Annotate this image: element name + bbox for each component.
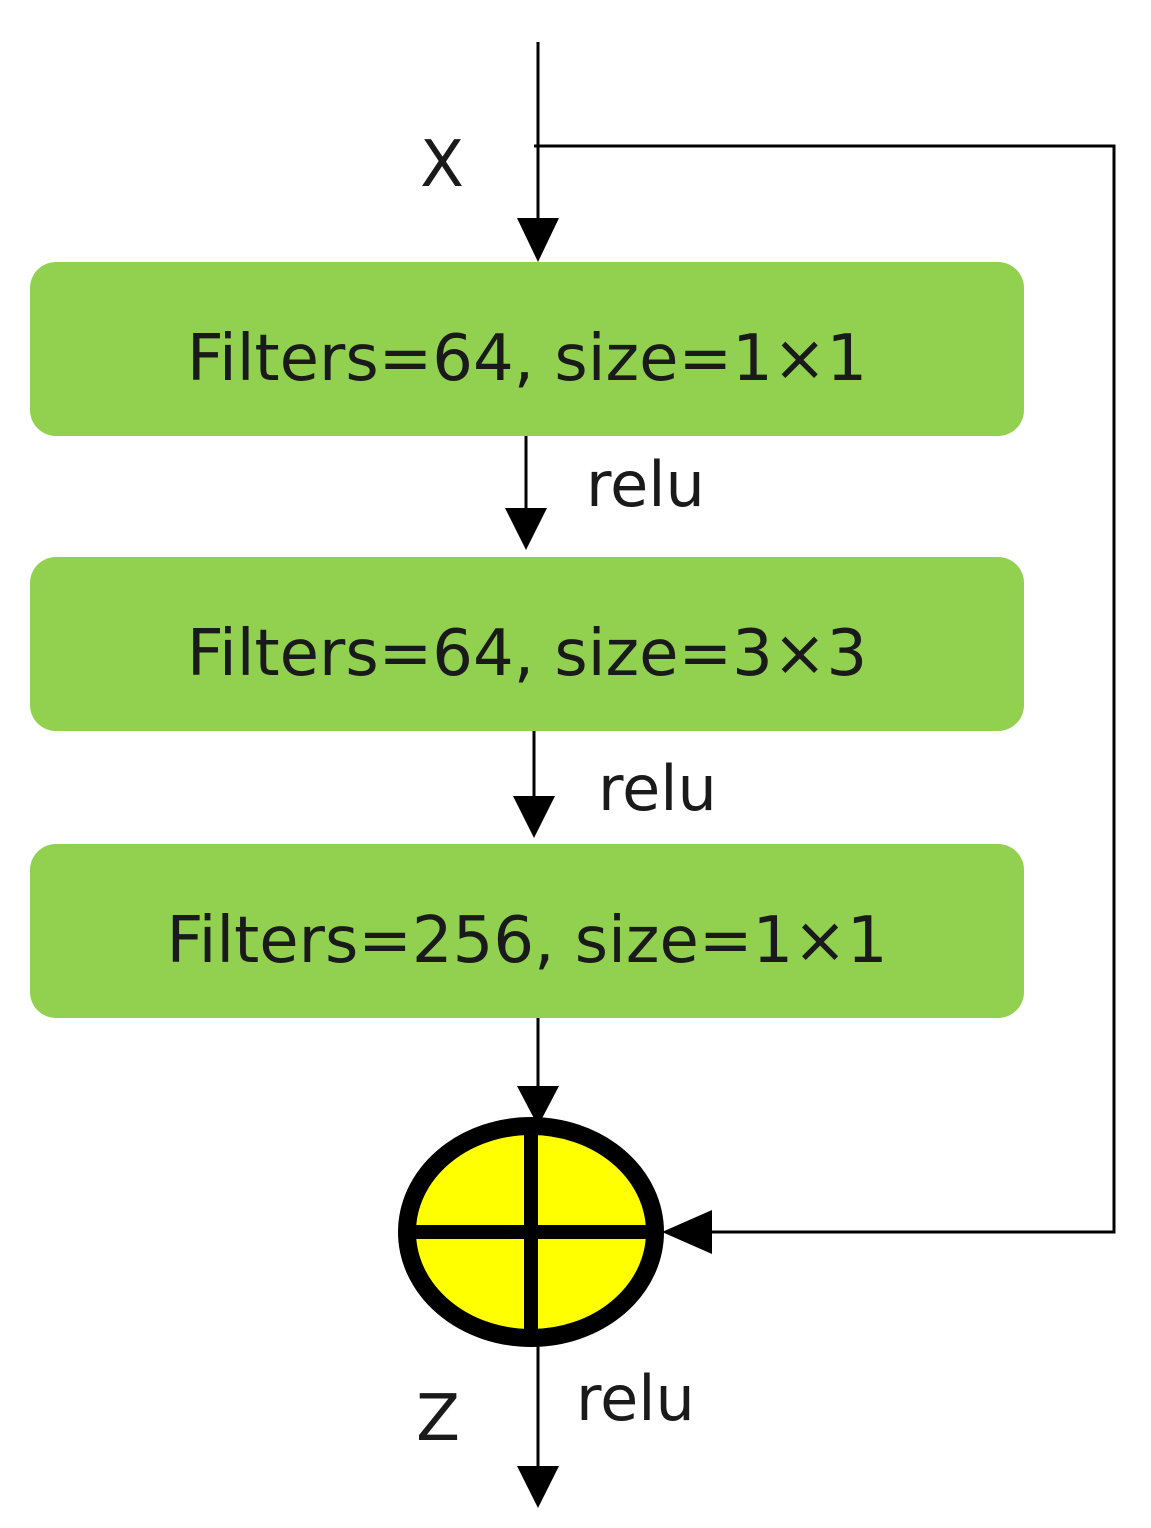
- skip-connection-line: [534, 144, 1116, 1234]
- relu-label-1: relu: [586, 448, 705, 521]
- relu-label-2: relu: [598, 752, 717, 825]
- input-label-x: X: [420, 128, 464, 202]
- relu-label-output: relu: [576, 1362, 695, 1435]
- output-arrowhead: [517, 1466, 559, 1508]
- input-arrowhead: [517, 218, 559, 262]
- circle-plus-icon: [398, 1117, 664, 1347]
- conv-block-1: [30, 262, 1024, 436]
- arrow-3-arrowhead: [517, 1086, 559, 1126]
- conv-block-3-label: Filters=256, size=1×1: [166, 904, 887, 978]
- conv-block-2: [30, 557, 1024, 731]
- output-label-z: Z: [416, 1382, 460, 1456]
- conv-block-1-label: Filters=64, size=1×1: [187, 322, 867, 396]
- arrow-2-arrowhead: [513, 796, 555, 838]
- arrow-1-arrowhead: [505, 508, 547, 550]
- skip-connection-arrowhead: [662, 1210, 712, 1254]
- conv-block-2-label: Filters=64, size=3×3: [187, 617, 867, 691]
- conv-block-3: [30, 844, 1024, 1018]
